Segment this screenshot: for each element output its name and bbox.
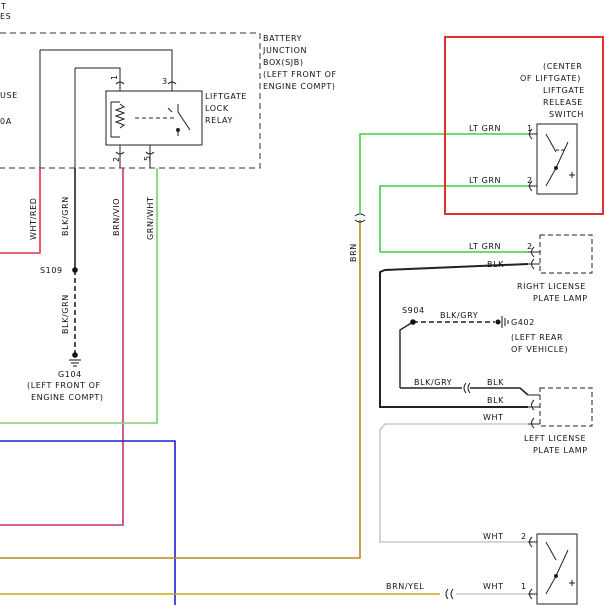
wire-grn-wht xyxy=(0,168,158,424)
left-lamp-label-1: LEFT LICENSE xyxy=(524,434,586,443)
relay-label-3: RELAY xyxy=(205,116,233,125)
wire-brn xyxy=(0,220,361,559)
right-lamp-label-2: PLATE LAMP xyxy=(533,294,588,303)
bottom-switch xyxy=(528,533,578,605)
g402-location-1: (LEFT REAR xyxy=(511,333,563,342)
wire-wht-red xyxy=(0,168,41,254)
switch-pin-2: 2 xyxy=(527,176,533,185)
wire-label-lt-grn-2: LT GRN xyxy=(469,176,501,185)
wire-label-brn: BRN xyxy=(349,243,358,262)
switch-label-4: RELEASE xyxy=(543,98,583,107)
switch-label-3: LIFTGATE xyxy=(543,86,585,95)
bjb-label-4: (LEFT FRONT OF xyxy=(263,70,337,79)
wire-label-grn-wht: GRN/WHT xyxy=(146,197,155,240)
wire-lt-grn-1 xyxy=(359,133,528,213)
wire-label-blk-gry-2: BLK/GRY xyxy=(414,378,452,387)
liftgate-lock-relay xyxy=(105,90,203,146)
top-left-label-2: ES xyxy=(0,12,11,21)
g104-label: G104 xyxy=(58,370,82,379)
left-lamp-label-2: PLATE LAMP xyxy=(533,446,588,455)
junction-box-outline xyxy=(0,32,261,169)
wire-blk-left-lamp xyxy=(470,387,529,396)
relay-label-2: LOCK xyxy=(205,104,229,113)
fuse-amp-label: 0A xyxy=(0,117,12,126)
wire-label-blk-3: BLK xyxy=(487,396,504,405)
bjb-label-1: BATTERY xyxy=(263,34,302,43)
wire-blk-gry-s904 xyxy=(399,321,414,388)
right-lamp-pin-2: 2 xyxy=(527,242,533,251)
s109-label: S109 xyxy=(40,266,63,275)
bjb-label-5: ENGINE COMPT) xyxy=(263,82,336,91)
right-lamp-label-1: RIGHT LICENSE xyxy=(517,282,586,291)
wire-label-blk-grn: BLK/GRN xyxy=(61,196,70,236)
bottom-switch-pin-2: 2 xyxy=(521,532,527,541)
wire-blk-right-lamp xyxy=(379,263,529,408)
inline-connector-blk-gry xyxy=(463,382,471,394)
wire-label-lt-grn-1: LT GRN xyxy=(469,124,501,133)
g402-location-2: OF VEHICLE) xyxy=(511,345,568,354)
wire-brn-vio xyxy=(0,168,124,526)
wire-label-blk-2: BLK xyxy=(487,378,504,387)
wire-label-blk-1: BLK xyxy=(487,260,504,269)
ground-g402-point xyxy=(495,319,501,325)
text-labels: T ES USE 0A BATTERY JUNCTION BOX(SJB) (L… xyxy=(0,2,588,591)
relay-pin-5: 5 xyxy=(143,155,152,161)
top-left-label-1: T xyxy=(0,2,7,11)
s904-label: S904 xyxy=(402,306,425,315)
left-license-plate-lamp xyxy=(528,387,593,429)
relay-pin-1: 1 xyxy=(110,74,119,80)
switch-pin-1: 1 xyxy=(527,124,533,133)
wire-blue xyxy=(0,440,176,605)
ground-g104-symbol xyxy=(69,359,81,367)
g104-location-1: (LEFT FRONT OF xyxy=(27,381,101,390)
bjb-label-3: BOX(SJB) xyxy=(263,58,304,67)
relay-label-1: LIFTGATE xyxy=(205,92,247,101)
right-license-plate-lamp xyxy=(528,234,593,274)
wire-label-wht-2: WHT xyxy=(483,532,504,541)
wire-label-brn-yel: BRN/YEL xyxy=(386,582,424,591)
junction-box-wires xyxy=(39,49,173,168)
switch-label-1: (CENTER xyxy=(543,62,582,71)
wire-label-blk-grn-2: BLK/GRN xyxy=(61,294,70,334)
inline-connector-brn xyxy=(354,213,366,223)
g402-label: G402 xyxy=(511,318,535,327)
relay-pin-2: 2 xyxy=(112,156,121,162)
ground-g402-symbol xyxy=(501,316,509,328)
highlight-box xyxy=(444,36,604,215)
splice-s904 xyxy=(410,319,416,325)
bottom-switch-pin-1: 1 xyxy=(521,582,527,591)
wire-label-wht-3: WHT xyxy=(483,582,504,591)
wire-label-wht-1: WHT xyxy=(483,413,504,422)
relay-pin-3: 3 xyxy=(162,77,168,86)
fuse-label: USE xyxy=(0,91,18,100)
wire-lt-grn-2 xyxy=(379,185,528,252)
wire-label-brn-vio: BRN/VIO xyxy=(112,198,121,236)
bjb-label-2: JUNCTION xyxy=(262,46,307,55)
switch-label-2: OF LIFTGATE) xyxy=(520,74,581,83)
g104-location-2: ENGINE COMPT) xyxy=(31,393,104,402)
wire-wht-left-lamp xyxy=(379,423,528,543)
liftgate-release-switch xyxy=(528,123,578,195)
ground-g104-point xyxy=(72,352,78,358)
wire-label-lt-grn-3: LT GRN xyxy=(469,242,501,251)
wire-label-wht-red: WHT/RED xyxy=(29,198,38,240)
splice-s109 xyxy=(72,267,78,273)
wire-label-blk-gry-1: BLK/GRY xyxy=(440,311,478,320)
switch-label-5: SWITCH xyxy=(549,110,584,119)
inline-connector-brn-yel xyxy=(445,588,454,600)
